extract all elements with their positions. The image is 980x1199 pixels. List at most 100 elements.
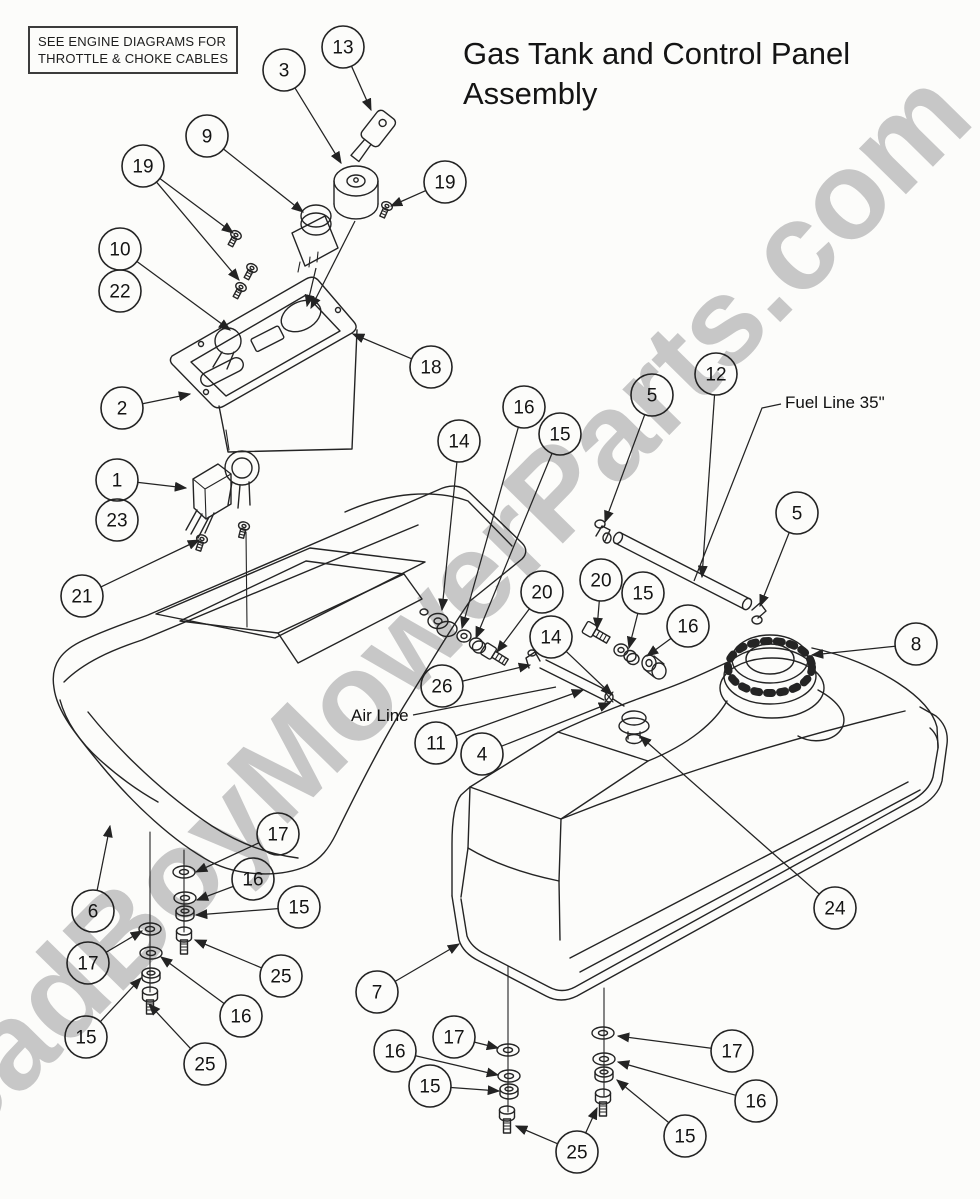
callout-circle-5 [630,373,674,417]
page-title: Gas Tank and Control Panel Assembly [463,34,850,114]
callout-circle-15 [663,1114,707,1158]
callout-circle-19 [121,144,165,188]
callout-leader [148,1003,192,1050]
callout-circle-4 [460,732,504,776]
callout-number: 25 [270,967,291,988]
callout-circle-22 [98,269,142,313]
callout-leader [639,735,820,895]
callout-number: 9 [202,127,213,148]
callout-16: 16 [460,385,546,630]
callout-leader [697,394,716,579]
callout-leader [194,842,260,873]
callout-number: 17 [77,954,98,975]
callout-25: 25 [148,1003,227,1086]
callout-circle-16 [373,1029,417,1073]
callout-leader [455,689,585,737]
callout-number: 15 [674,1127,695,1148]
callout-circle-17 [256,812,300,856]
callout-number: 20 [531,583,552,604]
callout-leader [474,1040,500,1051]
connector-art [185,450,260,539]
callout-number: 13 [332,38,353,59]
callout-circle-16 [734,1079,778,1123]
callout-circle-16 [231,857,275,901]
callout-circle-25 [555,1130,599,1174]
callout-layer: 1339191910222181232114161551252020151626… [60,25,938,1174]
callout-leader [462,662,532,682]
callout-7: 7 [355,943,461,1014]
spacer-hardware-left-art [419,608,509,666]
callout-leader [438,461,458,612]
callout-leader [159,178,235,234]
title-line-2: Assembly [463,76,598,111]
air-line-art [525,649,625,707]
callout-circle-23 [95,498,139,542]
callout-17: 17 [66,930,144,985]
title-line-1: Gas Tank and Control Panel [463,36,851,71]
callout-23: 23 [95,498,139,542]
callout-number: 18 [420,358,441,379]
callout-leader [475,453,553,640]
callout-leader [351,333,412,360]
callout-circle-8 [894,622,938,666]
callout-number: 22 [109,282,130,303]
callout-circle-21 [60,574,104,618]
callout-14: 14 [529,615,613,696]
callout-circle-20 [579,558,623,602]
callout-number: 15 [419,1077,440,1098]
callout-number: 8 [911,635,922,656]
callout-number: 12 [705,365,726,386]
callout-22: 22 [98,269,142,313]
callout-circle-6 [71,889,115,933]
callout-leader [460,427,519,630]
callout-number: 19 [132,157,153,178]
callout-circle-13 [321,25,365,69]
callout-15: 15 [194,885,321,929]
callout-26: 26 [420,662,532,708]
vent-grommet-art [618,710,650,745]
callout-circle-2 [100,386,144,430]
callout-leader [759,532,790,608]
callout-24: 24 [639,735,857,930]
callout-leader [194,908,279,920]
ignition-switch-art [333,165,379,220]
callout-number: 14 [540,628,562,649]
callout-17: 17 [194,812,300,873]
callout-leader [142,391,192,405]
callout-leader [616,1032,712,1049]
callout-leader [223,148,304,213]
callout-leader [626,613,639,650]
callout-circle-15 [621,571,665,615]
callout-number: 16 [745,1092,766,1113]
callout-circle-3 [262,48,306,92]
callout-number: 1 [112,471,123,492]
callout-leader [156,181,240,281]
callout-number: 15 [549,425,570,446]
callout-leader [389,189,427,207]
control-panel-art [169,276,358,453]
callout-number: 15 [288,898,309,919]
callout-circle-7 [355,970,399,1014]
callout-18: 18 [351,333,453,389]
callout-circle-24 [813,886,857,930]
console-fasteners-art [138,831,197,1015]
callout-leader [592,600,603,631]
callout-leader [496,608,530,653]
callout-circle-19 [423,160,467,204]
callout-19: 19 [389,160,467,207]
callout-leader [195,885,234,901]
callout-16: 16 [645,604,710,657]
callout-19: 19 [121,144,240,281]
callout-circle-17 [432,1015,476,1059]
callout-number: 16 [513,398,534,419]
callout-15: 15 [408,1064,501,1108]
callout-number: 10 [109,240,130,261]
callout-number: 17 [267,825,288,846]
callout-number: 3 [279,61,290,82]
callout-leader [159,956,225,1005]
gas-cap-art [719,634,825,719]
callout-number: 20 [590,571,611,592]
callout-17: 17 [616,1029,754,1073]
callout-leader [350,65,372,112]
callout-circle-18 [409,345,453,389]
